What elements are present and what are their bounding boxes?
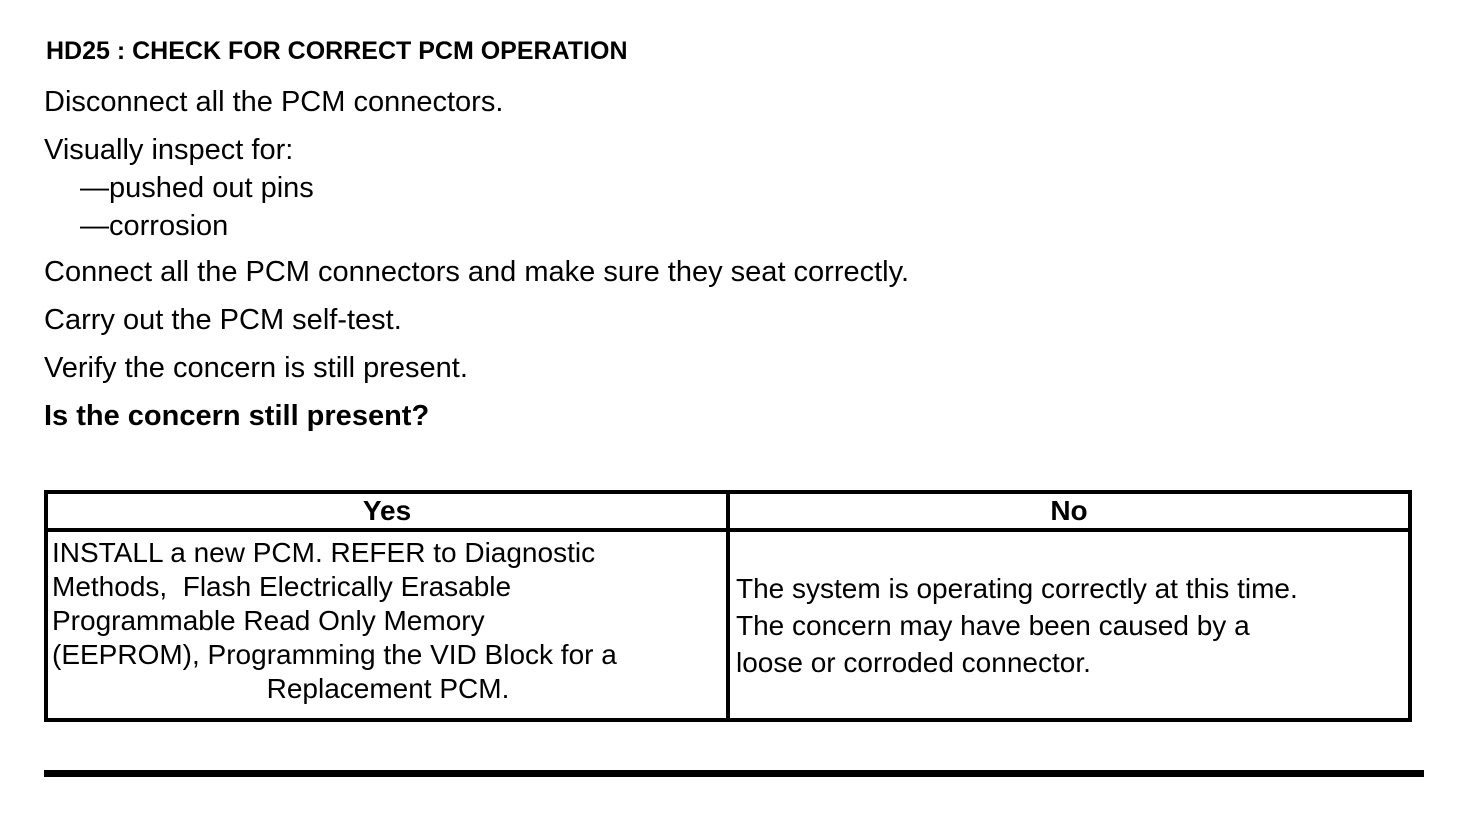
no-cell-line-1: The system is operating correctly at thi… (736, 572, 1298, 604)
result-table-body-row: INSTALL a new PCM. REFER to Diagnostic M… (44, 528, 1412, 722)
yes-cell-line-5: Replacement PCM. (266, 673, 510, 704)
no-action-cell: The system is operating correctly at thi… (726, 528, 1412, 722)
step-connect: Connect all the PCM connectors and make … (44, 256, 910, 288)
no-column-header: No (726, 490, 1412, 532)
step-verify: Verify the concern is still present. (44, 352, 468, 384)
inspect-item-corrosion: —corrosion (80, 210, 229, 242)
step-inspect: Visually inspect for: (44, 134, 294, 166)
result-table: Yes No INSTALL a new PCM. REFER to Diagn… (44, 490, 1412, 722)
step-selftest: Carry out the PCM self-test. (44, 304, 402, 336)
inspect-item-pushed-pins: —pushed out pins (80, 172, 314, 204)
yes-action-cell: INSTALL a new PCM. REFER to Diagnostic M… (44, 528, 730, 722)
step-disconnect: Disconnect all the PCM connectors. (44, 86, 504, 118)
yes-cell-line-2: Methods, Flash Electrically Erasable (52, 571, 512, 602)
yes-cell-line-4: (EEPROM), Programming the VID Block for … (52, 639, 617, 670)
no-cell-line-3: loose or corroded connector. (736, 646, 1091, 678)
yes-cell-line-1: INSTALL a new PCM. REFER to Diagnostic (52, 537, 596, 568)
bottom-rule (44, 770, 1424, 777)
procedure-heading: HD25 : CHECK FOR CORRECT PCM OPERATION (46, 37, 628, 65)
no-cell-line-2: The concern may have been caused by a (736, 609, 1250, 641)
result-table-header-row: Yes No (44, 490, 1412, 532)
yes-cell-line-3: Programmable Read Only Memory (52, 605, 485, 636)
yes-column-header: Yes (44, 490, 730, 532)
question-text: Is the concern still present? (44, 400, 430, 432)
